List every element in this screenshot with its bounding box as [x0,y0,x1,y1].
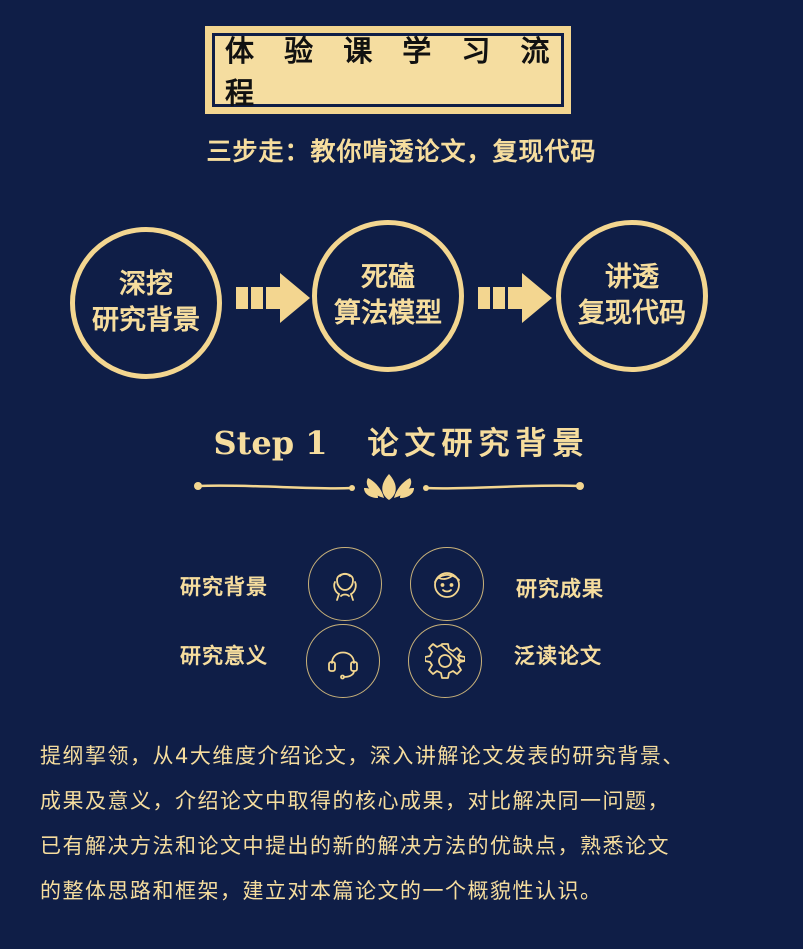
flow-arrow-1-icon [236,273,310,323]
flow-step-1-line2: 研究背景 [92,305,200,336]
ornament-divider-icon [194,474,584,500]
headset-icon [328,651,358,680]
description-line-4: 的整体思路和框架，建立对本篇论文的一个概貌性认识。 [40,879,603,903]
flow-step-3-line1: 讲透 [605,262,659,293]
flow-step-3-line2: 复现代码 [578,298,686,329]
icon-circle-results [410,547,484,621]
icon-circle-significance [306,624,380,698]
description-line-1: 提纲挈领，从4大维度介绍论文，深入讲解论文发表的研究背景、 [40,744,685,768]
flow-step-2-line2: 算法模型 [334,298,442,329]
smiling-girl-icon [434,572,460,598]
gear-icon [425,643,465,679]
description-line-3: 已有解决方法和论文中提出的新的解决方法的优缺点，熟悉论文 [40,834,670,858]
subtitle: 三步走：教你啃透论文，复现代码 [206,137,597,166]
flow-step-2: 死磕 算法模型 [312,220,464,372]
flow-step-2-line1: 死磕 [361,262,415,293]
step-label: Step 1 [213,424,328,462]
description-line-2: 成果及意义，介绍论文中取得的核心成果，对比解决同一问题， [40,789,670,813]
title-banner: 体 验 课 学 习 流 程 [205,26,571,114]
icon-circle-background [308,547,382,621]
page-title: 体 验 课 学 习 流 程 [225,34,560,110]
description: 提纲挈领，从4大维度介绍论文，深入讲解论文发表的研究背景、 成果及意义，介绍论文… [40,734,770,914]
feature-research-significance: 研究意义 [180,644,268,668]
flow-step-3: 讲透 复现代码 [556,220,708,372]
title-banner-inner: 体 验 课 学 习 流 程 [212,33,564,110]
feature-research-background: 研究背景 [180,575,268,599]
flow-arrow-2-icon [478,273,552,323]
feature-research-results: 研究成果 [516,577,604,601]
thinking-person-icon [333,572,357,601]
step-heading: Step 1 论文研究背景 [0,418,803,463]
step-title: 论文研究背景 [367,426,590,462]
feature-extensive-reading: 泛读论文 [514,644,602,668]
flow-step-1-line1: 深挖 [119,269,173,300]
flow-step-1: 深挖 研究背景 [70,227,222,379]
icon-circle-reading [408,624,482,698]
